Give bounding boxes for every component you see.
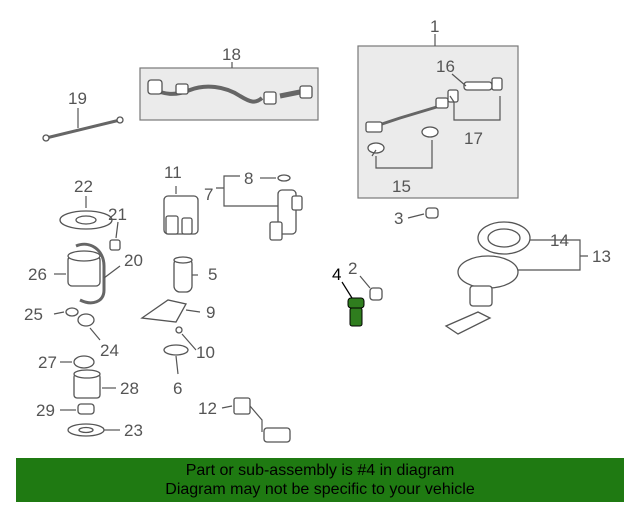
part-3-grommet [425,207,439,219]
callout-13: 13 [592,247,611,266]
callout-4: 4 [332,265,341,284]
callout-20: 20 [124,251,143,270]
callout-6: 6 [173,379,182,398]
part-19-rod [42,116,124,142]
callout-29: 29 [36,401,55,420]
callout-23: 23 [124,421,143,440]
part-29-fitting [77,403,95,415]
part-6-cap [163,344,189,356]
callout-28: 28 [120,379,139,398]
callout-11: 11 [164,163,182,182]
callout-24: 24 [100,341,119,360]
callout-19: 19 [68,89,87,108]
callout-18: 18 [222,45,241,64]
callout-8: 8 [244,169,253,188]
callout-10: 10 [196,343,215,362]
callout-16: 16 [436,57,455,76]
banner-line-2: Diagram may not be specific to your vehi… [165,481,475,498]
part-26-filter [67,250,101,287]
part-23-gasket [67,423,105,437]
callout-25: 25 [24,305,43,324]
part-4-highlighted [347,297,365,327]
part-13-module [444,255,519,335]
callout-17: 17 [464,129,483,148]
callout-22: 22 [74,177,93,196]
callout-5: 5 [208,265,217,284]
part-5-pump [173,256,193,293]
part-11-pump-housing [163,195,199,235]
callout-21: 21 [108,205,127,224]
callout-3: 3 [394,209,403,228]
part-9-bracket [140,299,187,323]
part-27-cap [73,355,95,369]
part-12-sender [233,397,291,443]
part-21-clip [109,239,121,251]
part-7-regulator [269,189,303,241]
part-28-cup [73,369,101,399]
info-banner: Part or sub-assembly is #4 in diagram Di… [16,458,624,502]
callout-2: 2 [348,259,357,278]
part-10-oring [175,326,183,334]
leader-lines [53,34,588,431]
callout-1: 1 [430,17,439,36]
callout-27: 27 [38,353,57,372]
part-25-clamp [65,307,79,317]
callout-12: 12 [198,399,217,418]
part-8-oring [277,174,291,182]
callout-15: 15 [392,177,411,196]
part-16-17-sender [365,77,503,154]
part-22-ring [59,210,113,230]
callout-9: 9 [206,303,215,322]
part-2-connector [369,287,383,301]
part-24-seal [77,313,95,327]
part-14-ring [477,221,531,255]
callout-14: 14 [550,231,569,250]
callout-7: 7 [204,185,213,204]
part-18-hoses [147,79,313,105]
banner-line-1: Part or sub-assembly is #4 in diagram [185,462,455,479]
callout-labels: 1 2 3 4 5 6 7 8 9 10 11 12 13 14 15 16 1… [24,17,611,440]
callout-26: 26 [28,265,47,284]
